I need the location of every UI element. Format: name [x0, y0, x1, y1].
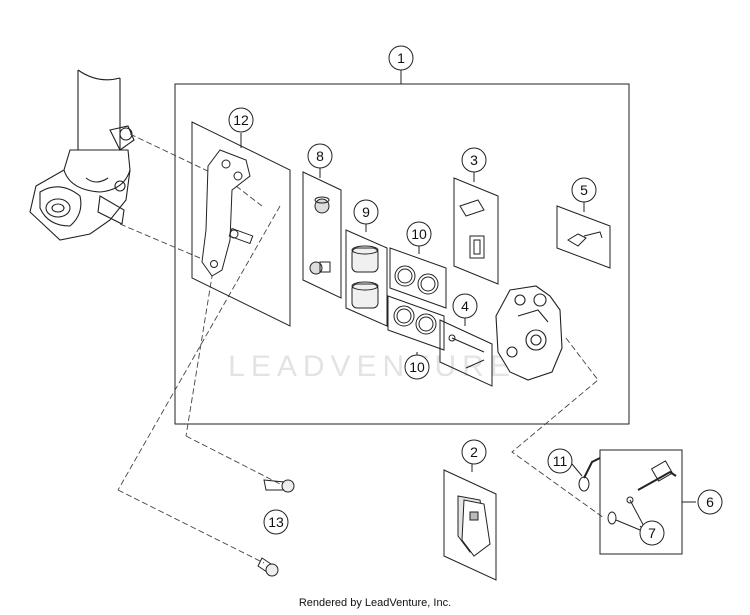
callout-label: 11 [553, 453, 568, 469]
callout-label: 5 [580, 182, 588, 198]
callout-label: 10 [411, 226, 427, 242]
callout-label: 10 [409, 359, 425, 375]
callout-c3: 3 [461, 147, 487, 173]
callout-circle [307, 143, 333, 169]
callout-label: 2 [470, 444, 478, 460]
callout-circle [353, 199, 379, 225]
callout-c6: 6 [697, 489, 723, 515]
part-10-group [387, 247, 447, 351]
part-4-group [439, 319, 493, 387]
part-3-group [453, 177, 499, 285]
callout-c8: 8 [307, 143, 333, 169]
part-13-bolts [257, 479, 295, 577]
callout-c9: 9 [353, 199, 379, 225]
callout-circle [639, 520, 665, 546]
callout-circle [571, 177, 597, 203]
part-6-group [599, 449, 696, 555]
guide-lines [117, 133, 605, 564]
callout-circle [406, 221, 432, 247]
part-9-group [345, 229, 388, 327]
footer-credit: Rendered by LeadVenture, Inc. [298, 597, 452, 609]
callout-label: 13 [268, 514, 284, 530]
callout-circle [461, 439, 487, 465]
callout-c11: 11 [547, 448, 573, 474]
callout-label: 4 [461, 298, 469, 314]
caliper-body [495, 285, 563, 381]
part-11-banjo [571, 457, 601, 492]
callout-circle [697, 489, 723, 515]
callout-label: 9 [362, 204, 370, 220]
callout-c13: 13 [263, 509, 289, 535]
callout-label: 6 [706, 494, 714, 510]
assembly-frame [174, 83, 630, 425]
callout-c1: 1 [388, 45, 414, 71]
callout-c12: 12 [228, 107, 254, 133]
callout-circle [452, 293, 478, 319]
callout-circle [404, 354, 430, 380]
part-5-group [556, 205, 611, 269]
part-12-bracket-group [191, 121, 291, 327]
callout-c7: 7 [639, 520, 665, 546]
callout-label: 1 [397, 50, 405, 66]
callout-label: 12 [233, 112, 249, 128]
callout-circle [388, 45, 414, 71]
callout-circle [547, 448, 573, 474]
callout-label: 8 [316, 148, 324, 164]
callout-label: 3 [470, 152, 478, 168]
callout-c4: 4 [452, 293, 478, 319]
part-8-group [302, 171, 342, 299]
callout-circle [461, 147, 487, 173]
part-2-brake-pads [443, 469, 497, 581]
callout-c2: 2 [461, 439, 487, 465]
callout-c5: 5 [571, 177, 597, 203]
callout-circle [263, 509, 289, 535]
callout-c10b: 10 [404, 354, 430, 380]
callout-c10a: 10 [406, 221, 432, 247]
watermark: LEADVENTURE [228, 350, 516, 383]
callout-label: 7 [648, 525, 656, 541]
callout-circle [228, 107, 254, 133]
fork-leg [29, 69, 135, 241]
